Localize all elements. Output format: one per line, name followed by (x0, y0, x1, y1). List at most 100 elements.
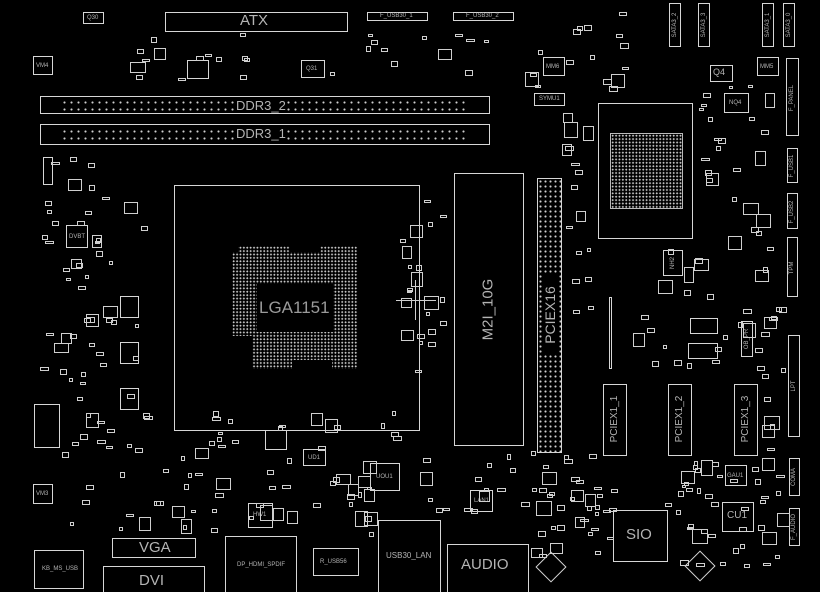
com-a-header[interactable] (789, 458, 800, 496)
smd-pad (538, 49, 544, 55)
f-usb30-1-header[interactable] (367, 12, 428, 21)
pciex1-3-slot[interactable] (734, 384, 758, 456)
smd-pad (742, 203, 759, 215)
smd-pad (464, 508, 474, 513)
smd-pad (530, 547, 544, 559)
chip-vm3[interactable] (33, 484, 53, 504)
chip-gau1[interactable] (725, 465, 747, 486)
smd-pad (420, 472, 433, 486)
sata3-3-port[interactable] (698, 3, 710, 47)
smd-pad (596, 493, 603, 498)
lpt-header[interactable] (788, 335, 800, 437)
smd-pad (701, 157, 711, 161)
chip-sio[interactable] (613, 510, 668, 562)
vga-connector[interactable] (112, 538, 196, 558)
tpm-header[interactable] (787, 237, 798, 297)
smd-pad (81, 500, 90, 506)
chipset-pch[interactable] (598, 103, 693, 239)
smd-pad (440, 320, 448, 326)
f-usb1-header[interactable] (787, 148, 798, 183)
ob-pr-header[interactable] (741, 321, 753, 357)
chip-dvbt[interactable] (66, 225, 88, 248)
m2-slot[interactable] (454, 173, 524, 446)
chip-sio-label: SIO (626, 526, 652, 543)
chip-nh2[interactable] (663, 250, 683, 276)
smd-pad (68, 178, 83, 192)
smd-pad (123, 202, 139, 215)
chip-mm5[interactable] (757, 57, 779, 76)
pciex1-2-slot[interactable] (668, 384, 692, 456)
atx-connector[interactable] (165, 12, 348, 32)
smd-pad (683, 289, 691, 296)
smd-pad (52, 221, 60, 227)
smd-pad (428, 498, 434, 503)
smd-pad (330, 71, 336, 76)
chip-symu1[interactable] (534, 93, 565, 106)
usb3-lan-connector[interactable] (378, 520, 441, 592)
smd-pad (755, 269, 770, 283)
smd-pad (542, 472, 557, 485)
f-audio-header[interactable] (789, 508, 800, 546)
sata3-1-port[interactable] (762, 3, 774, 47)
chip-cu1[interactable] (722, 502, 754, 532)
lpt-label: LPT (791, 380, 797, 392)
smd-pad (719, 562, 726, 567)
dvi-connector[interactable] (103, 566, 205, 592)
audio-label: AUDIO (461, 556, 509, 573)
chip-mm6[interactable] (543, 57, 565, 76)
smd-pad (682, 484, 687, 488)
smd-pad (680, 560, 690, 566)
smd-pad (216, 436, 222, 442)
smd-pad (401, 246, 413, 259)
audio-jack[interactable] (447, 544, 529, 592)
smd-pad (700, 103, 707, 107)
chip-lan1[interactable] (470, 490, 493, 512)
dp-hdmi-spdif-connector[interactable] (225, 536, 297, 592)
smd-pad (633, 332, 645, 347)
smd-pad (194, 448, 209, 459)
pciex1-1-slot[interactable] (603, 384, 627, 456)
smd-pad (428, 329, 437, 336)
r-usb56-connector[interactable] (313, 548, 359, 576)
f-panel-header[interactable] (786, 58, 799, 136)
com-a-label: COMA (791, 468, 797, 486)
slot-strip (609, 297, 612, 369)
smd-pad (410, 272, 424, 287)
smd-pad (587, 532, 593, 537)
smd-pad (273, 508, 285, 522)
chip-vm4[interactable] (33, 56, 53, 75)
f-usb2-header[interactable] (787, 193, 798, 229)
smd-pad (227, 418, 233, 424)
chip-gau1-label: GAU1 (727, 473, 744, 479)
smd-pad (761, 332, 771, 338)
r-usb56-label: R_USB56 (320, 559, 347, 565)
chip-nq4[interactable] (724, 93, 749, 113)
chip-q31[interactable] (301, 60, 325, 78)
smd-pad (454, 33, 463, 37)
smd-pad (127, 444, 133, 449)
smd-pad (406, 287, 413, 292)
smd-pad (760, 500, 767, 505)
smd-pad (60, 368, 68, 375)
smd-pad (471, 508, 478, 514)
sata3-0-port[interactable] (783, 3, 795, 47)
smd-pad (594, 487, 603, 491)
usb3-lan-label: USB30_LAN (386, 551, 432, 560)
sata3-2-port[interactable] (669, 3, 681, 47)
smd-pad (763, 416, 780, 431)
cpu-socket[interactable] (174, 185, 420, 431)
dp-hdmi-spdif-label: DP_HDMI_SPDIF (237, 562, 286, 568)
atx-label: ATX (240, 12, 269, 29)
kb-ms-usb-connector[interactable] (34, 550, 84, 589)
smd-pad (754, 478, 761, 485)
chip-q4[interactable] (710, 65, 733, 82)
f-usb30-2-header[interactable] (453, 12, 514, 21)
smd-pad (732, 547, 739, 554)
chip-ud1[interactable] (303, 449, 326, 466)
cpu-socket-label: LGA1151 (259, 298, 330, 317)
chip-q30[interactable] (83, 12, 104, 24)
smd-pad (216, 478, 231, 490)
smd-pad (674, 359, 683, 366)
smd-pad (757, 366, 766, 372)
smd-pad (693, 258, 709, 271)
